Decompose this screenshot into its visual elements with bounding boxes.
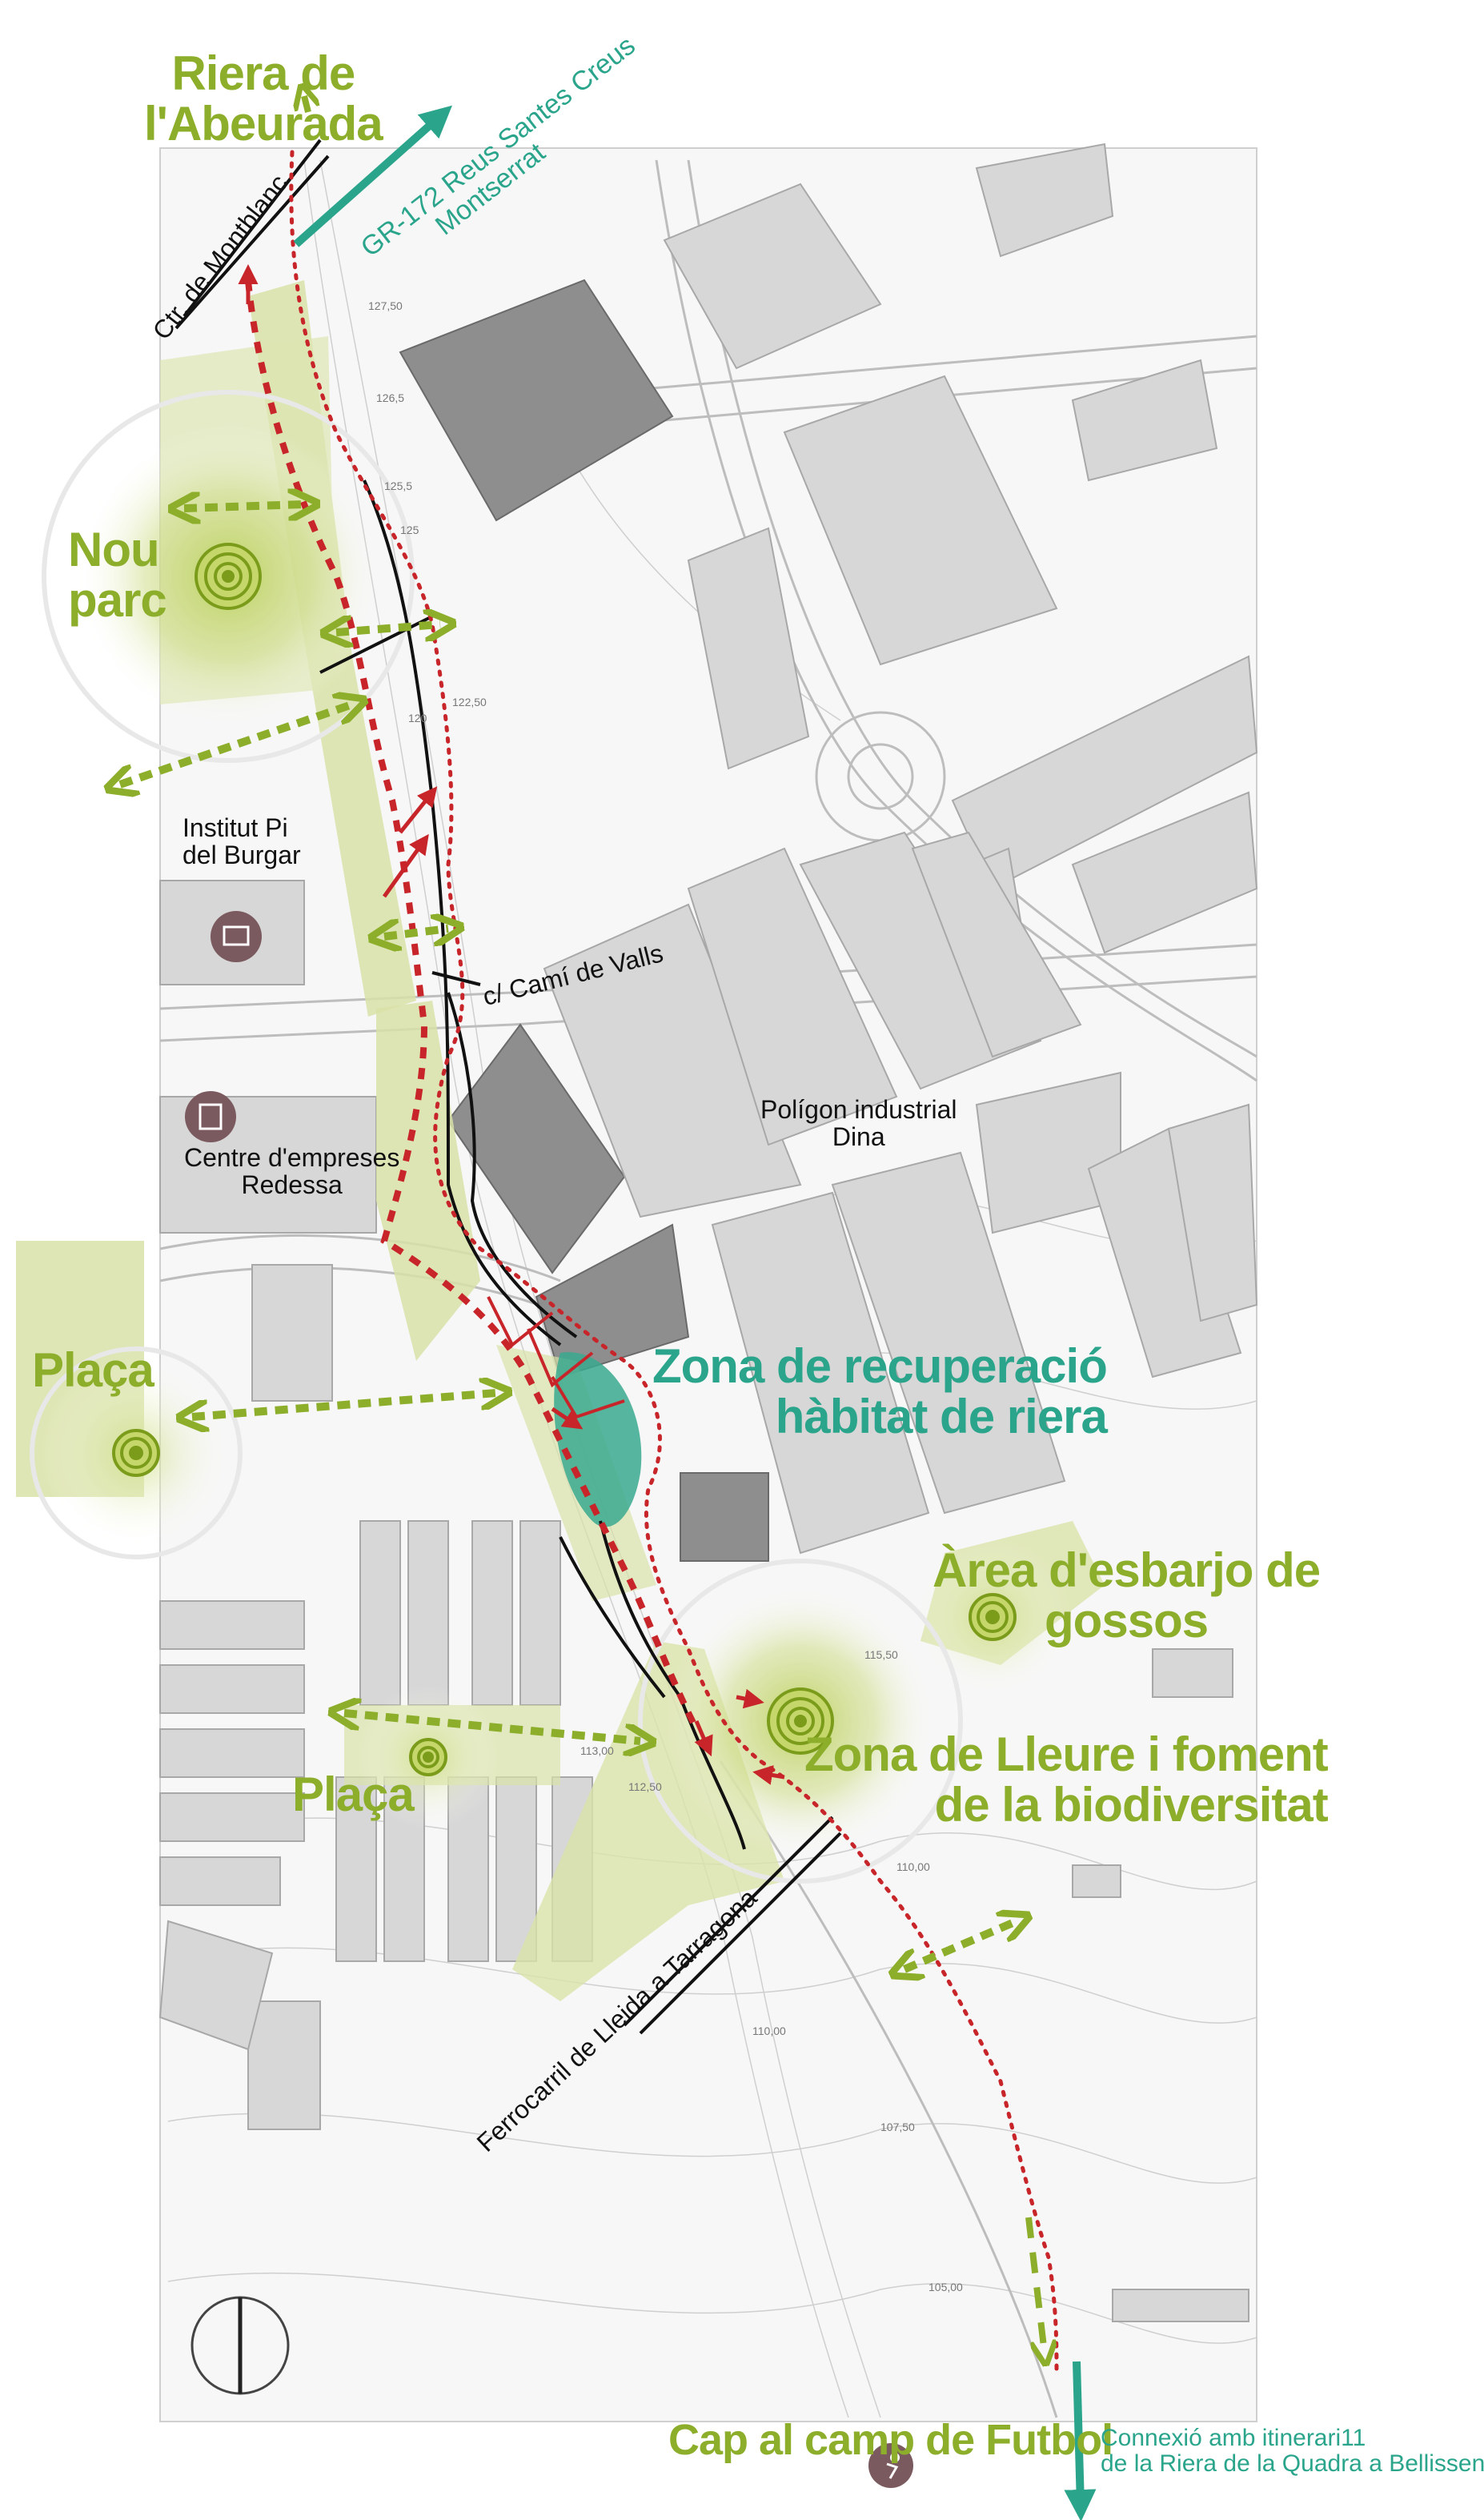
habitat-recovery-zone bbox=[554, 1352, 642, 1527]
industrial-buildings-dark bbox=[399, 279, 769, 1562]
area-esbarjo-line2: gossos bbox=[1045, 1594, 1209, 1647]
nou-parc-line1: Nou bbox=[68, 523, 160, 576]
nou-parc-label: Nou parc bbox=[68, 523, 167, 627]
football-icon bbox=[868, 2443, 913, 2488]
institut-label: Institut Pi del Burgar bbox=[182, 813, 301, 869]
institut-line2: del Burgar bbox=[182, 840, 301, 869]
nou-parc-line2: parc bbox=[68, 573, 167, 627]
placa-2-label: Plaça bbox=[292, 1768, 415, 1821]
green-dashed-arrow-connexio bbox=[1025, 2217, 1045, 2353]
zona-lleure-label: Zona de Lleure i foment de la biodiversi… bbox=[804, 1727, 1329, 1832]
zona-lleure-line2: de la biodiversitat bbox=[934, 1778, 1329, 1832]
area-esbarjo-line1: Àrea d'esbarjo de bbox=[933, 1543, 1321, 1597]
poligon-line2: Dina bbox=[832, 1122, 885, 1151]
contour-label: 112,50 bbox=[628, 1780, 662, 1793]
connexio-line2: de la Riera de la Quadra a Bellissens bbox=[1101, 2450, 1484, 2477]
institut-line1: Institut Pi bbox=[182, 813, 288, 842]
school-icon bbox=[211, 911, 262, 962]
centre-empreses-line1: Centre d'empreses bbox=[184, 1143, 400, 1172]
zona-recuperacio-line1: Zona de recuperació bbox=[652, 1339, 1108, 1393]
teal-arrow-gr172 bbox=[293, 105, 452, 247]
centre-empreses-label: Centre d'empreses Redessa bbox=[184, 1143, 400, 1199]
riera-abeurada-line1: Riera de bbox=[171, 46, 355, 100]
office-icon bbox=[185, 1091, 236, 1142]
contour-label: 122,50 bbox=[452, 696, 487, 708]
red-dashed-route bbox=[245, 279, 700, 1731]
contour-label: 125,5 bbox=[384, 480, 413, 492]
riera-abeurada-line2: l'Abeurada bbox=[144, 97, 383, 150]
red-v-marks bbox=[487, 1296, 625, 1419]
centre-empreses-line2: Redessa bbox=[241, 1170, 343, 1199]
red-arrows bbox=[238, 264, 785, 1785]
green-arrow-riera bbox=[304, 96, 308, 113]
contour-label: 105,00 bbox=[929, 2281, 963, 2293]
connexio-label: Connexió amb itinerari11 de la Riera de … bbox=[1101, 2426, 1484, 2476]
zona-recuperacio-label: Zona de recuperació hàbitat de riera bbox=[652, 1339, 1108, 1443]
connexio-line1: Connexió amb itinerari11 bbox=[1101, 2425, 1366, 2451]
poligon-label: Polígon industrial Dina bbox=[760, 1095, 957, 1151]
contour-label: 115,50 bbox=[864, 1648, 898, 1661]
contour-label: 107,50 bbox=[880, 2121, 915, 2133]
target-icon bbox=[112, 543, 1017, 1776]
placa-1-label: Plaça bbox=[32, 1343, 154, 1397]
contour-label: 126,5 bbox=[376, 391, 405, 404]
camp-futbol-label: Cap al camp de Futbol bbox=[668, 2416, 1113, 2464]
red-dotted-route bbox=[289, 150, 1059, 2372]
zona-recuperacio-line2: hàbitat de riera bbox=[775, 1390, 1108, 1443]
contour-label: 110,00 bbox=[752, 2024, 786, 2037]
teal-arrow-connexio bbox=[1064, 2361, 1097, 2520]
contour-label: 113,00 bbox=[580, 1744, 614, 1757]
contour-label: 127,50 bbox=[368, 299, 403, 312]
north-compass-icon bbox=[191, 2296, 290, 2395]
zona-lleure-line1: Zona de Lleure i foment bbox=[804, 1727, 1329, 1781]
poligon-line1: Polígon industrial bbox=[760, 1095, 957, 1124]
contour-label: 125 bbox=[400, 524, 419, 536]
area-esbarjo-label: Àrea d'esbarjo de gossos bbox=[933, 1543, 1321, 1647]
contour-label: 110,00 bbox=[896, 1860, 930, 1873]
green-dashed-arrows bbox=[120, 504, 1017, 1969]
contour-label: 120 bbox=[408, 712, 427, 724]
riera-abeurada-label: Riera de l'Abeurada bbox=[144, 48, 383, 149]
